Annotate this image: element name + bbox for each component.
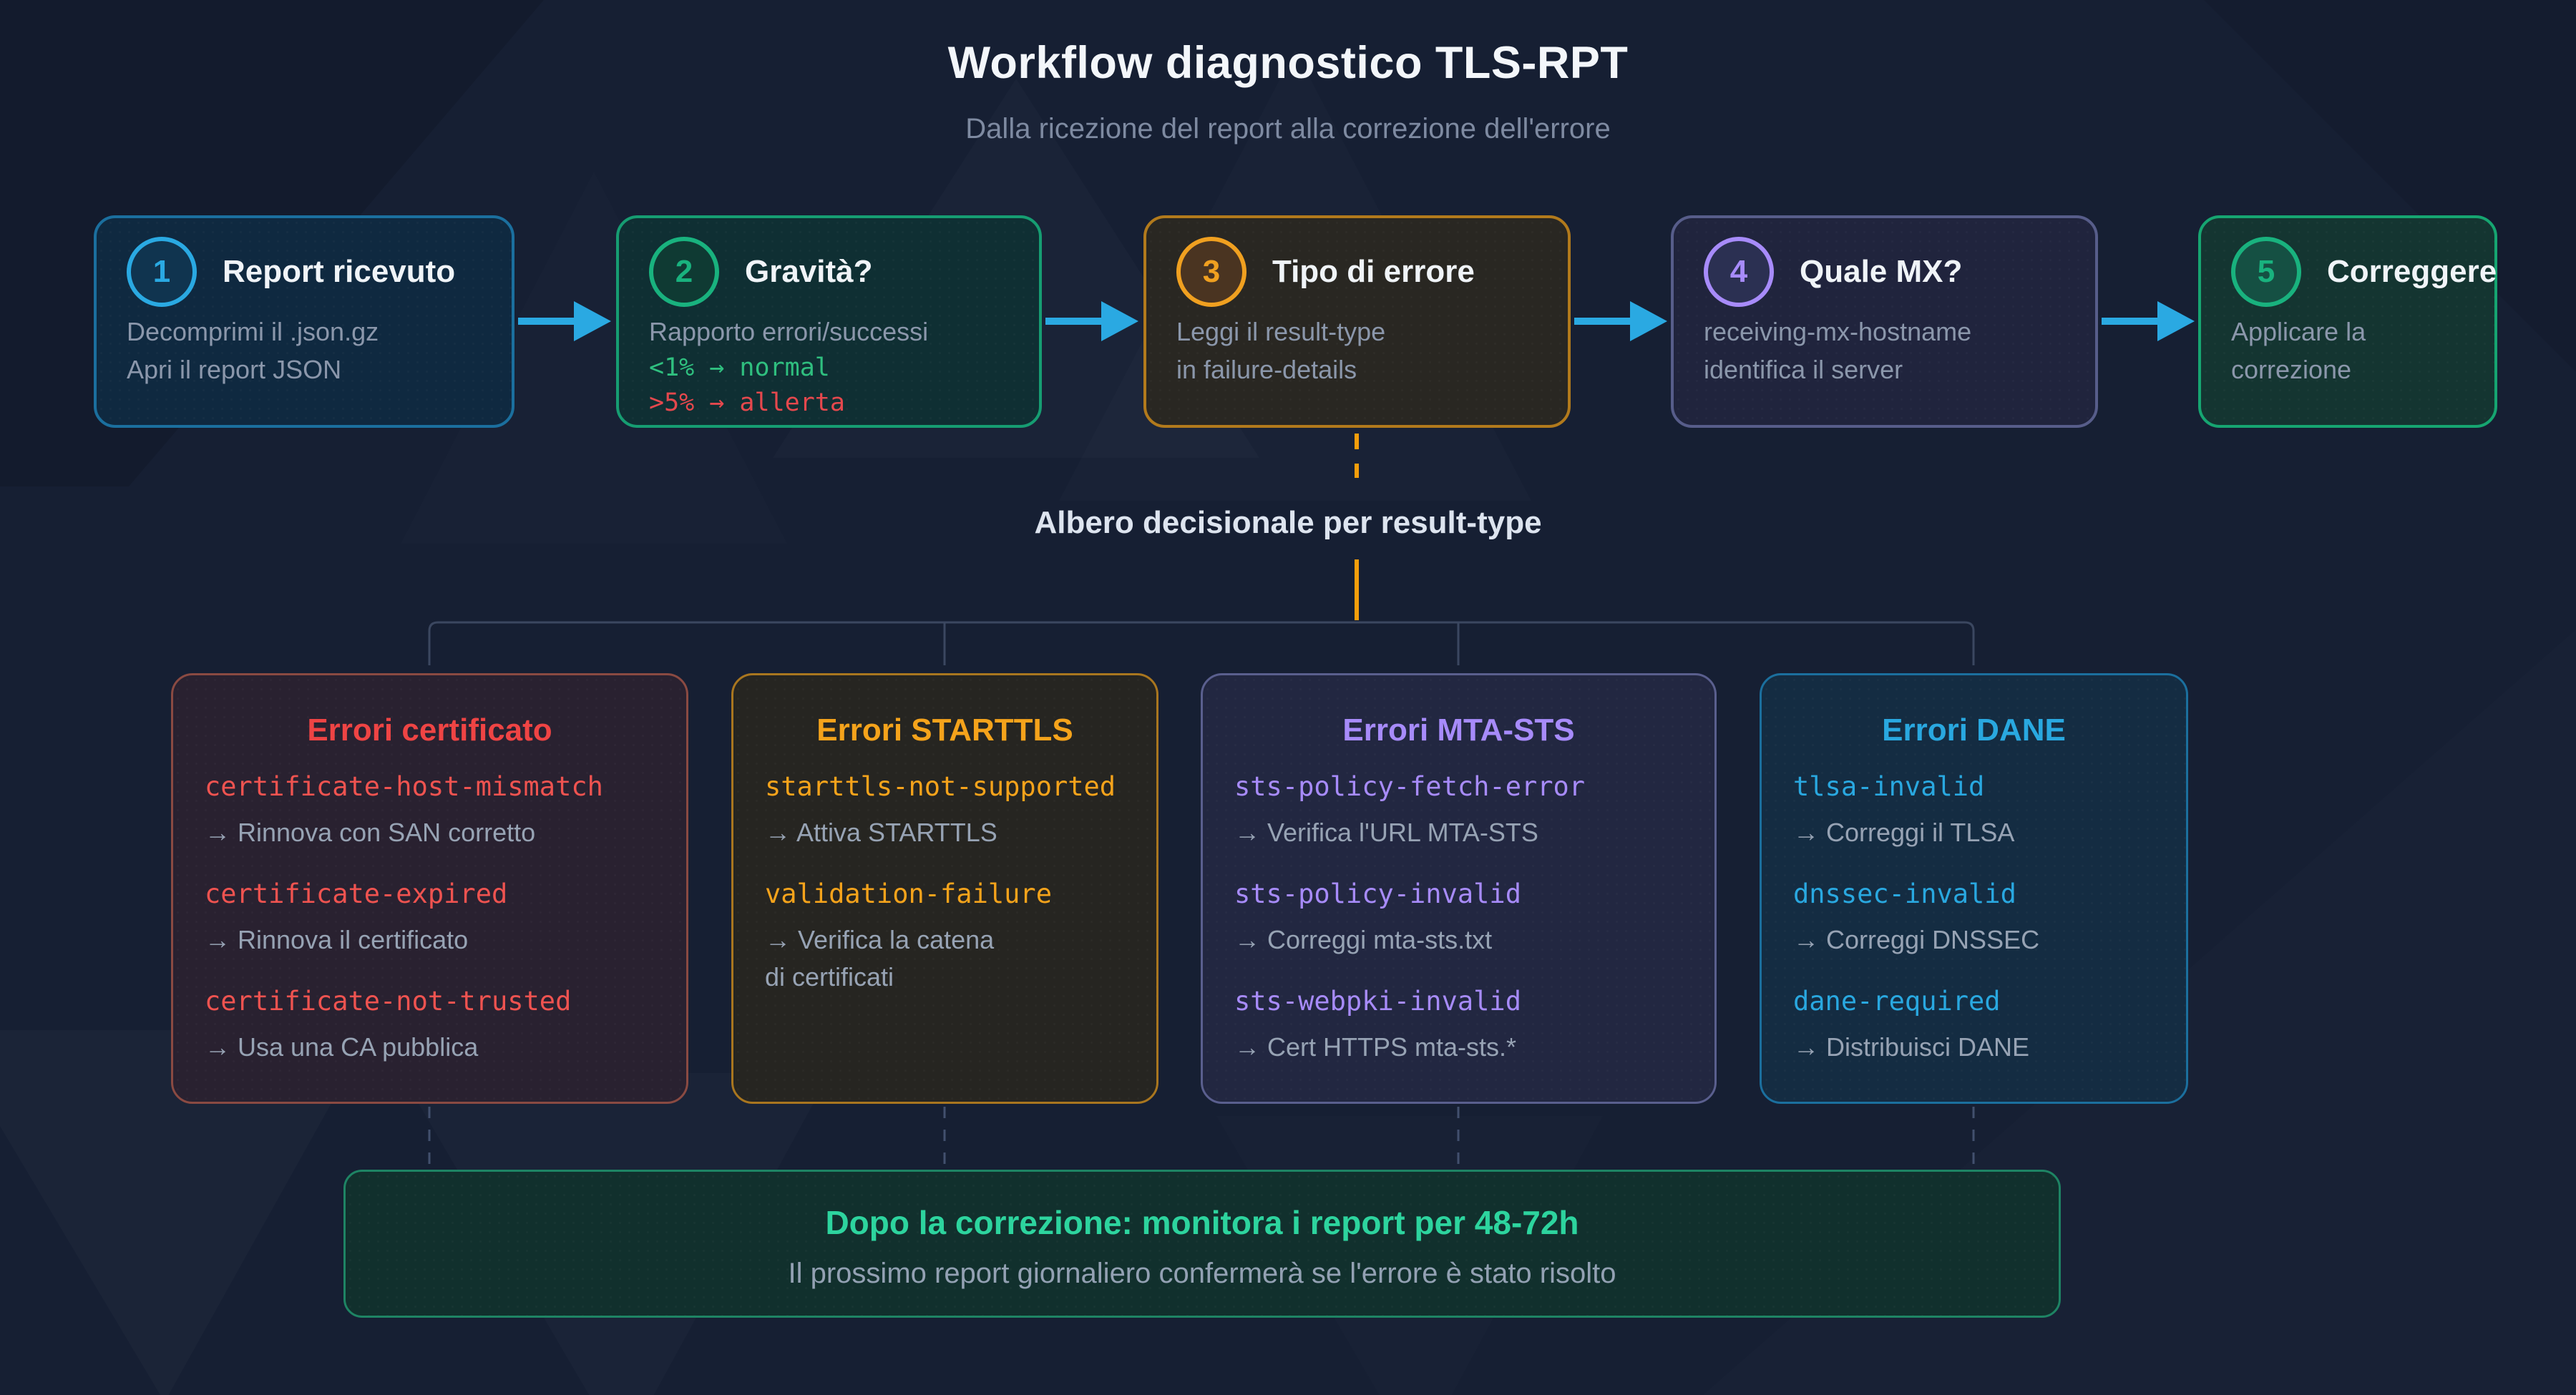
step-number: 1	[152, 254, 171, 289]
error-fix: → Rinnova con SAN corretto	[205, 818, 536, 847]
step-number: 5	[2257, 254, 2275, 289]
error-fix: → Verifica l'URL MTA-STS	[1234, 818, 1538, 847]
error-item: dnssec-invalid → Correggi DNSSEC	[1793, 876, 2155, 959]
error-group-starttls: Errori STARTTLS starttls-not-supported →…	[731, 673, 1158, 1104]
error-item: sts-policy-invalid → Correggi mta-sts.tx…	[1234, 876, 1683, 959]
flow-arrow-icon	[518, 301, 611, 341]
step-card-report-ricevuto: 1 Report ricevuto Decomprimi il .json.gz…	[94, 215, 514, 428]
error-fix: → Attiva STARTTLS	[765, 818, 997, 847]
error-item: dane-required → Distribuisci DANE	[1793, 983, 2155, 1066]
step-card-gravita: 2 Gravità? Rapporto errori/successi <1% …	[616, 215, 1042, 428]
error-code: certificate-not-trusted	[205, 986, 572, 1017]
step-line: identifica il server	[1704, 355, 1903, 384]
step-line: correzione	[2231, 355, 2352, 384]
error-fix: → Usa una CA pubblica	[205, 1032, 479, 1062]
error-code: dnssec-invalid	[1793, 878, 2016, 909]
error-code: validation-failure	[765, 878, 1052, 909]
decision-tree-label: Albero decisionale per result-type	[1034, 505, 1542, 540]
step-number: 4	[1729, 254, 1748, 289]
error-code: certificate-host-mismatch	[205, 771, 603, 802]
step-number-badge: 2	[649, 237, 719, 307]
error-code: certificate-expired	[205, 878, 508, 909]
monitoring-title: Dopo la correzione: monitora i report pe…	[825, 1204, 1579, 1241]
error-item: certificate-not-trusted → Usa una CA pub…	[205, 983, 655, 1066]
error-code: sts-policy-fetch-error	[1234, 771, 1586, 802]
error-item: certificate-expired → Rinnova il certifi…	[205, 876, 655, 959]
page-subtitle: Dalla ricezione del report alla correzio…	[965, 113, 1611, 145]
step-card-correggere: 5 Correggere Applicare la correzione	[2198, 215, 2497, 428]
error-code: sts-webpki-invalid	[1234, 986, 1521, 1017]
step-body: Leggi il result-type in failure-details	[1176, 313, 1538, 388]
step-header: 4 Quale MX?	[1704, 237, 2065, 307]
step-line: receiving-mx-hostname	[1704, 317, 1972, 346]
page-title: Workflow diagnostico TLS-RPT	[947, 38, 1629, 88]
error-group-certificato: Errori certificato certificate-host-mism…	[171, 673, 688, 1104]
step-card-tipo-errore: 3 Tipo di errore Leggi il result-type in…	[1143, 215, 1571, 428]
step-number-badge: 1	[127, 237, 197, 307]
step-title: Tipo di errore	[1272, 254, 1475, 289]
error-group-mta-sts: Errori MTA-STS sts-policy-fetch-error → …	[1201, 673, 1717, 1104]
error-fix: → Rinnova il certificato	[205, 925, 469, 954]
error-code: starttls-not-supported	[765, 771, 1116, 802]
step-number-badge: 5	[2231, 237, 2301, 307]
error-item: validation-failure → Verifica la catena …	[765, 876, 1125, 996]
step-title: Quale MX?	[1800, 254, 1963, 289]
step-line: Apri il report JSON	[127, 355, 342, 384]
error-group-title: Errori DANE	[1882, 713, 2066, 748]
step-card-quale-mx: 4 Quale MX? receiving-mx-hostname identi…	[1671, 215, 2098, 428]
error-item: sts-webpki-invalid → Cert HTTPS mta-sts.…	[1234, 983, 1683, 1066]
error-fix: → Correggi il TLSA	[1793, 818, 2015, 847]
error-item: tlsa-invalid → Correggi il TLSA	[1793, 768, 2155, 851]
step-number-badge: 4	[1704, 237, 1774, 307]
step-title: Gravità?	[745, 254, 873, 289]
error-fix: → Correggi DNSSEC	[1793, 925, 2040, 954]
step-body: receiving-mx-hostname identifica il serv…	[1704, 313, 2065, 388]
step-body: Applicare la correzione	[2231, 313, 2464, 388]
error-group-title: Errori MTA-STS	[1342, 713, 1575, 748]
step-body: Decomprimi il .json.gz Apri il report JS…	[127, 313, 482, 388]
error-item: sts-policy-fetch-error → Verifica l'URL …	[1234, 768, 1683, 851]
step-body: Rapporto errori/successi <1% → normal >5…	[649, 313, 1009, 421]
error-group-dane: Errori DANE tlsa-invalid → Correggi il T…	[1760, 673, 2188, 1104]
error-group-title: Errori STARTTLS	[816, 713, 1073, 748]
error-fix: → Correggi mta-sts.txt	[1234, 925, 1493, 954]
error-group-title: Errori certificato	[307, 713, 552, 748]
step-header: 5 Correggere	[2231, 237, 2497, 307]
flow-arrow-icon	[1045, 301, 1138, 341]
error-code: sts-policy-invalid	[1234, 878, 1521, 909]
step-line: Rapporto errori/successi	[649, 317, 929, 346]
monitoring-subtitle: Il prossimo report giornaliero confermer…	[788, 1258, 1616, 1289]
flow-arrow-icon	[1574, 301, 1667, 341]
step-line: Applicare la	[2231, 317, 2366, 346]
step-line: Leggi il result-type	[1176, 317, 1386, 346]
error-item: certificate-host-mismatch → Rinnova con …	[205, 768, 655, 851]
step-header: 3 Tipo di errore	[1176, 237, 1538, 307]
step-title: Report ricevuto	[223, 254, 456, 289]
error-code: dane-required	[1793, 986, 2001, 1017]
error-fix: → Cert HTTPS mta-sts.*	[1234, 1032, 1517, 1062]
step-title: Correggere	[2327, 254, 2497, 289]
error-fix: → Verifica la catena di certificati	[765, 925, 995, 992]
flow-arrow-icon	[2102, 301, 2195, 341]
error-item: starttls-not-supported → Attiva STARTTLS	[765, 768, 1125, 851]
threshold-alert: >5% → allerta	[649, 388, 845, 417]
step-header: 2 Gravità?	[649, 237, 1009, 307]
error-fix: → Distribuisci DANE	[1793, 1032, 2030, 1062]
step-line: Decomprimi il .json.gz	[127, 317, 379, 346]
step-number: 3	[1202, 254, 1221, 289]
step-number: 2	[675, 254, 693, 289]
monitoring-banner: Dopo la correzione: monitora i report pe…	[343, 1170, 2061, 1318]
step-header: 1 Report ricevuto	[127, 237, 482, 307]
tree-connector	[428, 621, 1975, 665]
threshold-normal: <1% → normal	[649, 353, 830, 382]
error-code: tlsa-invalid	[1793, 771, 1985, 802]
step-line: in failure-details	[1176, 355, 1357, 384]
step-number-badge: 3	[1176, 237, 1246, 307]
